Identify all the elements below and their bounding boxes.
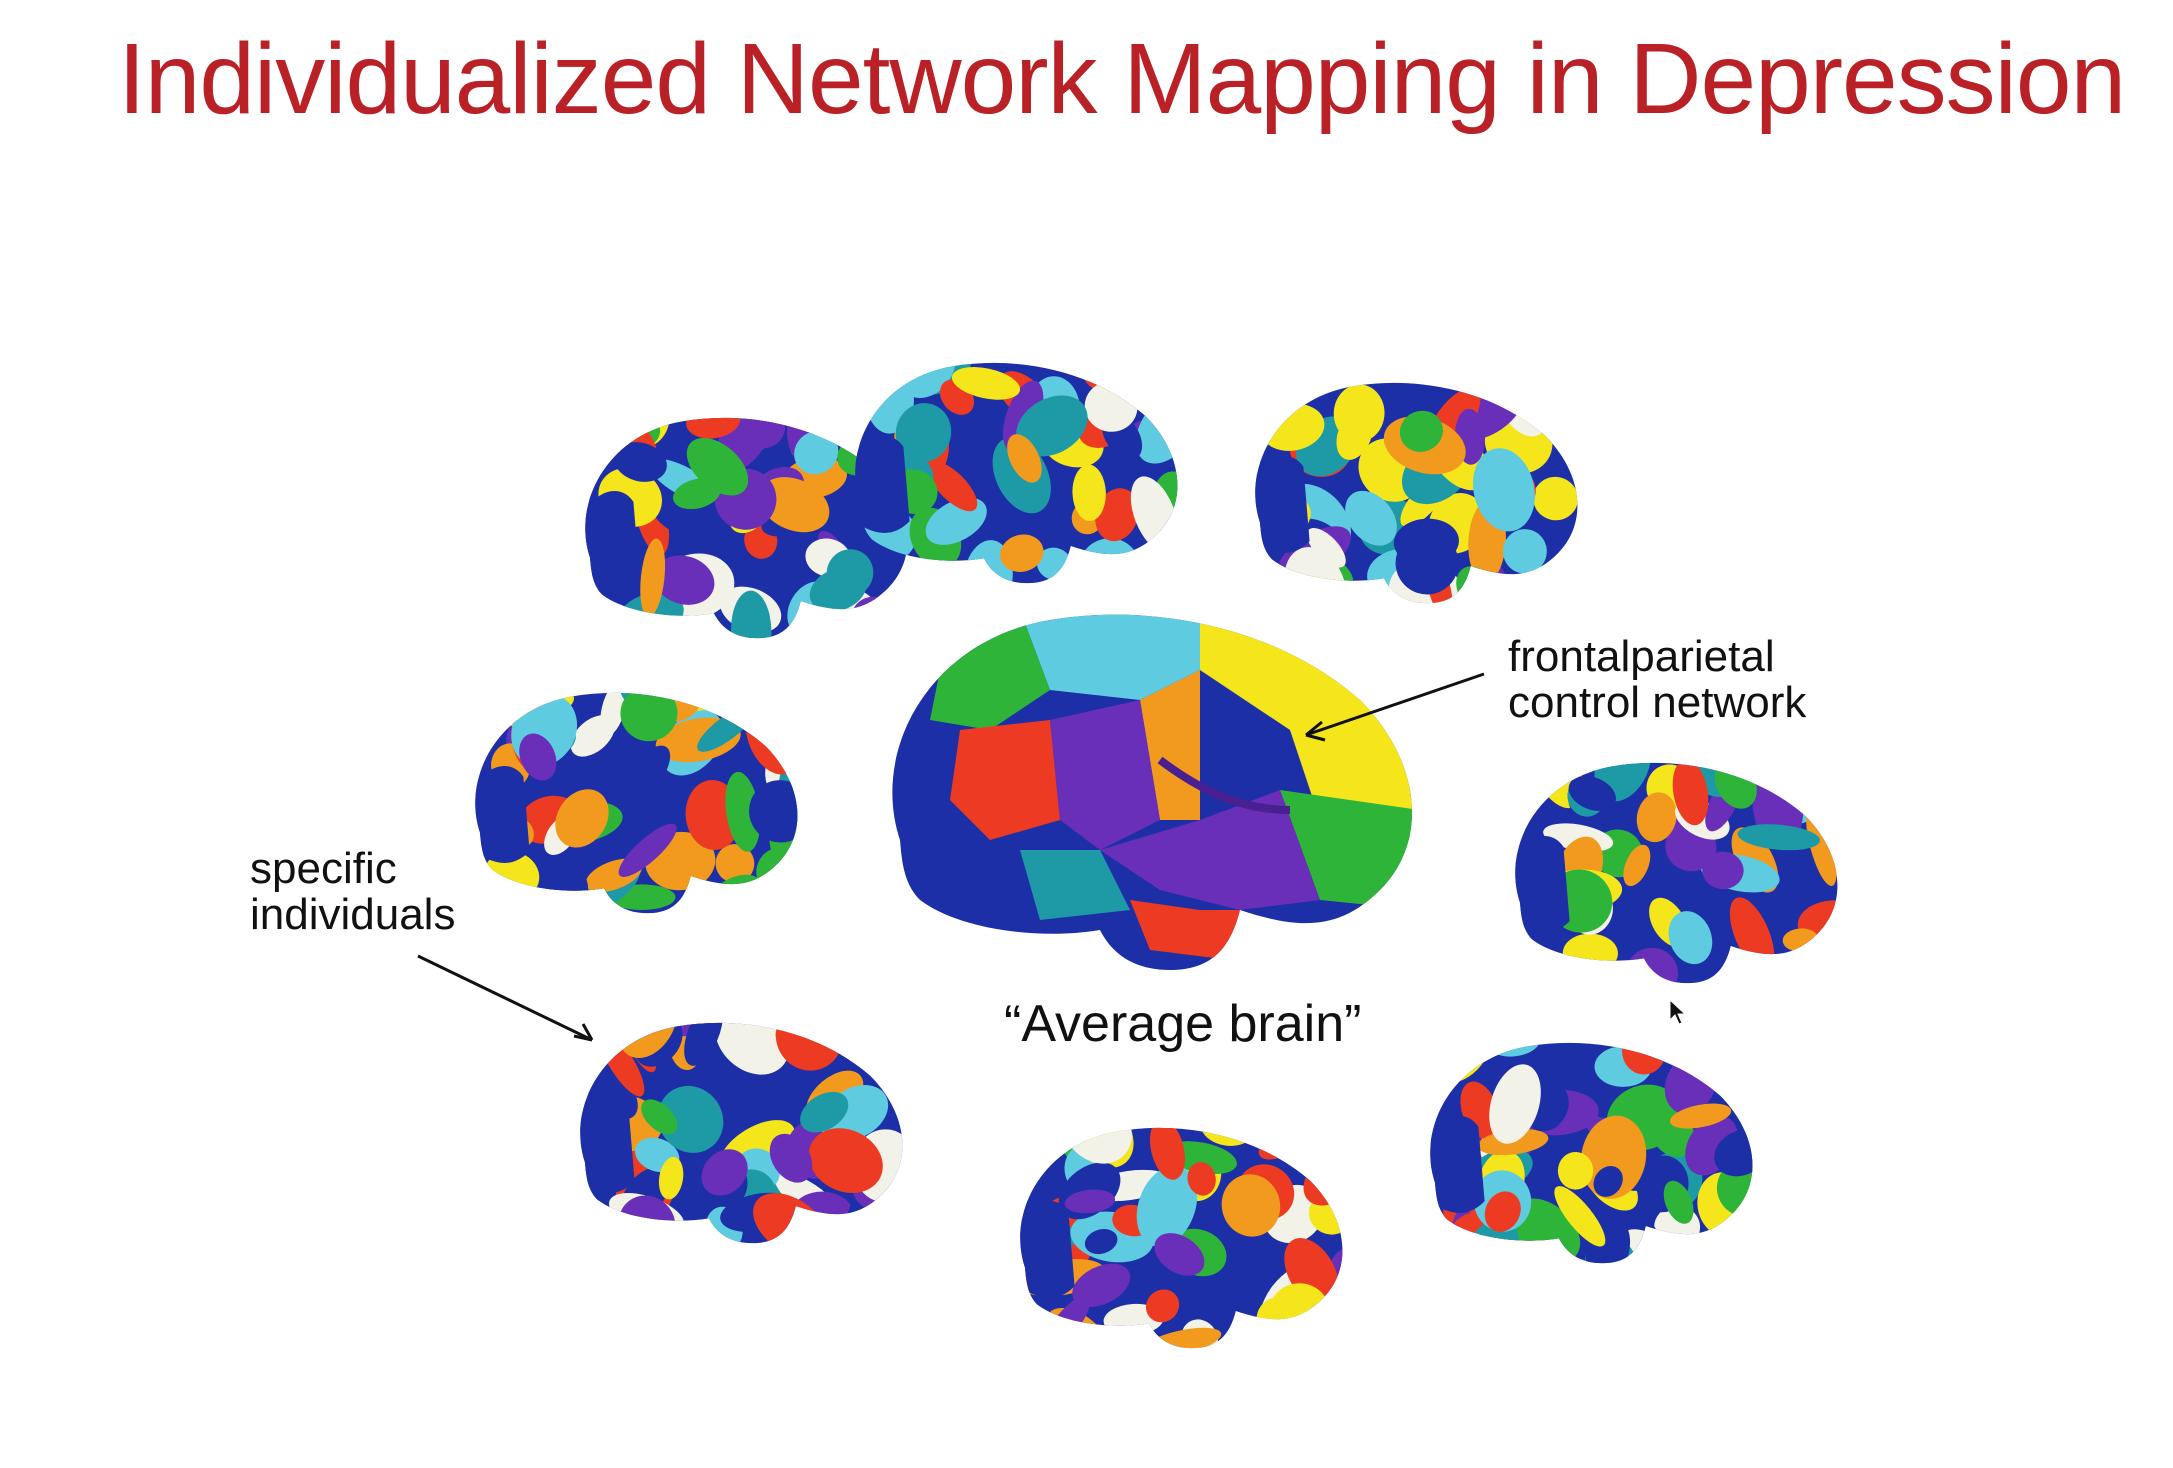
- individual-brain-2: [855, 362, 1178, 584]
- individuals-label-line1: specific: [250, 844, 397, 893]
- individuals-label-line2: individuals: [250, 890, 456, 939]
- individuals-label: specific individuals: [250, 846, 455, 938]
- individual-brain-5: [1515, 762, 1838, 984]
- frontoparietal-label: frontalparietal control network: [1508, 634, 1806, 726]
- individual-brain-7: [1020, 1127, 1343, 1349]
- frontoparietal-arrow: [1305, 672, 1485, 742]
- individual-brain-8: [1430, 1042, 1753, 1264]
- mouse-cursor-icon: [1669, 998, 1687, 1025]
- individuals-arrow: [417, 954, 594, 1042]
- individual-brain-6: [580, 1022, 903, 1244]
- average-brain-caption: “Average brain”: [1004, 995, 1362, 1053]
- average-brain: [892, 614, 1413, 971]
- individual-brain-3: [1255, 382, 1578, 604]
- frontoparietal-label-line2: control network: [1508, 678, 1807, 727]
- slide-title: Individualized Network Mapping in Depres…: [118, 23, 2126, 135]
- individual-brain-4: [475, 692, 798, 914]
- frontoparietal-label-line1: frontalparietal: [1508, 632, 1775, 681]
